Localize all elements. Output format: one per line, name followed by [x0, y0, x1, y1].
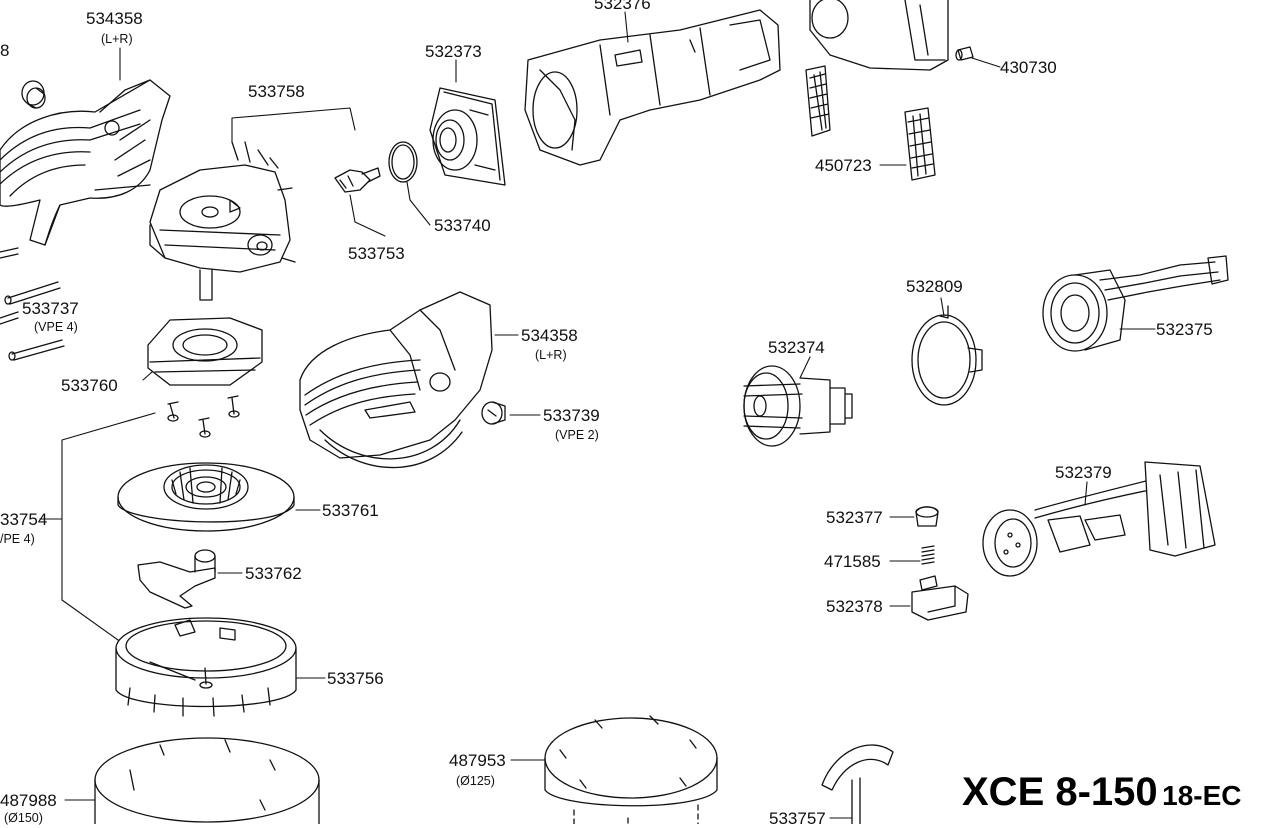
part-label-533758: 533758: [248, 82, 305, 101]
backing-pad-drawing: [117, 462, 295, 532]
knob-small-drawing: [481, 401, 506, 425]
fan-ring-drawing: [911, 305, 983, 406]
part-label-533740: 533740: [434, 216, 491, 235]
part-label-487988: 487988: [0, 791, 57, 810]
protection-ring-125-drawing: [544, 715, 718, 824]
part-label-533760: 533760: [61, 376, 118, 395]
part-label-8: 8: [0, 41, 10, 60]
part-sub-533754: /PE 4): [0, 532, 35, 546]
battery-adapter-drawing: [809, 0, 949, 71]
screws-left-drawing: [0, 247, 65, 361]
housing-shell-top-drawing: [0, 79, 171, 246]
part-label-533761: 533761: [322, 501, 379, 520]
slide-switch-drawing: [911, 575, 969, 621]
switch-cap-drawing: [915, 506, 939, 527]
part-label-532373: 532373: [425, 42, 482, 61]
o-ring-drawing: [388, 141, 418, 183]
part-label-471585: 471585: [824, 552, 881, 571]
spring-drawing: [921, 545, 935, 565]
part-label-532374: 532374: [768, 338, 825, 357]
housing-shell-mid-drawing: [299, 291, 493, 469]
pad-ring-drawing: [115, 617, 297, 717]
part-label-533762: 533762: [245, 564, 302, 583]
electronics-module-drawing: [982, 461, 1216, 577]
part-label-532379: 532379: [1055, 463, 1112, 482]
part-label-533754: 33754: [0, 510, 48, 529]
model-title: XCE 8-150 18-EC: [962, 772, 1242, 812]
gearbox-drawing: [149, 141, 296, 301]
knob-drawing: [21, 80, 46, 109]
pin-drawing: [955, 46, 974, 61]
protection-ring-150-drawing: [94, 737, 320, 824]
motor-housing-drawing: [524, 9, 781, 166]
part-label-487953: 487953: [449, 751, 506, 770]
part-label-533739: 533739: [543, 406, 600, 425]
part-sub-533739: (VPE 2): [555, 428, 599, 442]
model-variant: 18-EC: [1162, 780, 1242, 811]
part-label-533737: 533737: [22, 299, 79, 318]
part-sub-487953: (Ø125): [456, 774, 495, 788]
part-label-532809: 532809: [906, 277, 963, 296]
part-label-534358-mid: 534358: [521, 326, 578, 345]
leader-lines: [39, 11, 1156, 819]
flange-plate-drawing: [429, 87, 506, 186]
bearing-ring-drawing: [147, 317, 263, 386]
model-name: XCE 8-150: [962, 770, 1158, 814]
brake-arm-drawing: [137, 549, 216, 609]
part-label-430730: 430730: [1000, 58, 1057, 77]
part-label-532375: 532375: [1156, 320, 1213, 339]
hex-key-drawing: [821, 744, 894, 824]
part-sub-487988: (Ø150): [4, 811, 43, 825]
small-screws-drawing: [167, 395, 240, 438]
part-label-533757: 533757: [769, 809, 826, 828]
part-sub-533737: (VPE 4): [34, 320, 78, 334]
part-label-534358-top: 534358: [86, 9, 143, 28]
part-label-532377: 532377: [826, 508, 883, 527]
vent-grille-drawing: [805, 65, 936, 181]
part-label-533753: 533753: [348, 244, 405, 263]
part-label-532378: 532378: [826, 597, 883, 616]
part-sub-534358-mid: (L+R): [535, 348, 567, 362]
part-label-450723: 450723: [815, 156, 872, 175]
stator-drawing: [1042, 255, 1229, 352]
carbon-brush-drawing: [334, 167, 381, 193]
part-label-532376: 532376: [594, 0, 651, 13]
part-sub-534358-top: (L+R): [101, 32, 133, 46]
armature-drawing: [743, 365, 853, 447]
part-label-533756: 533756: [327, 669, 384, 688]
